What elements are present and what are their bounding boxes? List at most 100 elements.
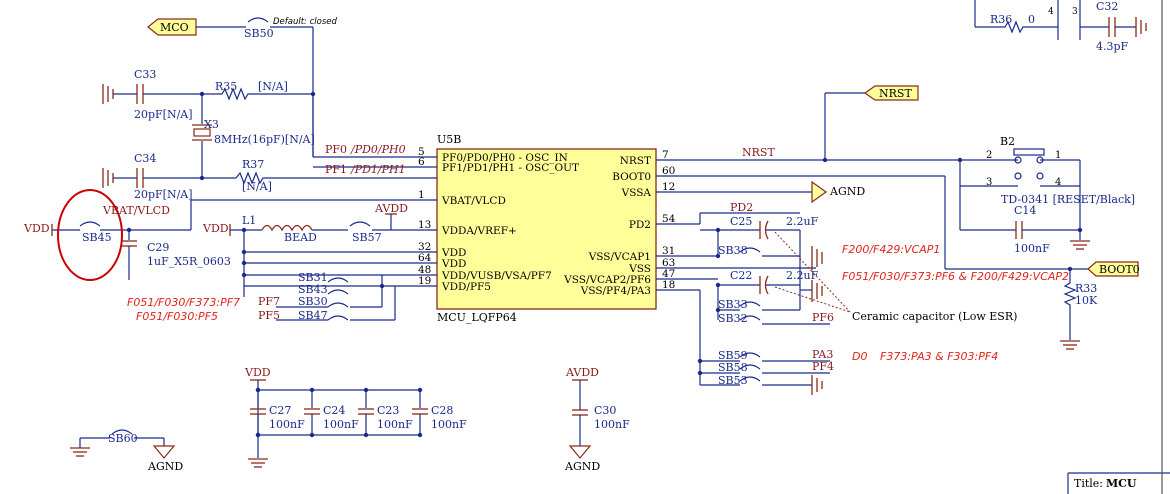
ic-ref: U5B (437, 133, 461, 146)
r35-value: [N/A] (258, 80, 288, 93)
vdd-rail-section: SB31 SB43 SB30 PF7 SB47 PF5 F051/F030/F3… (127, 227, 437, 323)
svg-text:3: 3 (986, 177, 992, 188)
net-pf7: PF7 (258, 295, 280, 308)
ic-right-pin-number: 54 (662, 213, 676, 225)
svg-text:3: 3 (1072, 7, 1078, 17)
sb47-label: SB47 (298, 309, 328, 322)
r33-icon (1063, 269, 1077, 340)
ic-type: MCU_LQFP64 (437, 311, 517, 324)
vdd-bottom-label: VDD (244, 366, 271, 379)
sb47-jumper-icon (327, 315, 349, 321)
right-vss-section: AGND PD2 C25 2.2uF SB38 F200/F429:VCAP1 … (656, 180, 1069, 395)
sb30-jumper-icon (327, 302, 349, 308)
ic-left-pin-number: 32 (418, 241, 431, 253)
c23-value: 100nF (377, 418, 413, 431)
b2-value: TD-0341 [RESET/Black] (1001, 193, 1135, 206)
sb58-label: SB58 (718, 361, 748, 374)
note-f051-pf7: F051/F030/F373:PF7 (127, 296, 240, 309)
svg-text:4: 4 (1055, 177, 1061, 188)
note-f373-pa3: F373:PA3 & F303:PF4 (880, 350, 998, 363)
agnd-arrow-icon (811, 180, 828, 204)
ceramic-note: Ceramic capacitor (Low ESR) (852, 310, 1017, 323)
r33-label: R33 (1075, 282, 1097, 295)
sb53-jumper-icon (739, 376, 761, 382)
ic-right-pin-number: 60 (662, 165, 675, 177)
c14-value: 100nF (1014, 242, 1050, 255)
l1-bead-icon (261, 224, 313, 232)
sb60-section: SB60 AGND (70, 429, 183, 473)
sb31-label: SB31 (298, 271, 328, 284)
ic-left-pin-name: PF0/PD0/PH0 - OSC_IN (442, 152, 568, 164)
avdd-bottom-label: AVDD (565, 366, 599, 379)
r36-icon (975, 20, 1058, 34)
ic-left-pin-number: 5 (418, 146, 425, 158)
sb53-label: SB53 (718, 374, 748, 387)
ic-right-pin-name: VSS (628, 263, 651, 275)
ic-right-pin-number: 63 (662, 257, 675, 269)
sb32-jumper-icon (739, 315, 761, 321)
r37-label: R37 (242, 158, 264, 171)
sb59-jumper-icon (739, 352, 761, 358)
net-pf1-alt: /PD1/PH1 (350, 163, 406, 176)
c32-value: 4.3pF (1096, 40, 1129, 53)
r35-icon (202, 87, 313, 101)
sb58-jumper-icon (739, 364, 761, 370)
svg-text:4: 4 (1048, 7, 1054, 17)
sb50-default-note: Default: closed (273, 17, 338, 27)
c34-label: C34 (134, 152, 156, 165)
c22-value: 2.2uF (786, 269, 819, 282)
x3-value: 8MHz(16pF)[N/A] (214, 133, 315, 146)
sb50-label: SB50 (244, 27, 274, 40)
c25-value: 2.2uF (786, 215, 819, 228)
r37-value: [N/A] (242, 180, 272, 193)
sb33-label: SB33 (718, 298, 748, 311)
mco-port-label: MCO (160, 21, 189, 34)
ic-right-pin-name: NRST (620, 155, 651, 167)
sb31-jumper-icon (327, 277, 349, 283)
note-f051-vcap2: F051/F030/F373:PF6 & F200/F429:VCAP2 (842, 270, 1069, 283)
ic-right-pin-name: VSSA (621, 187, 652, 199)
note-f200-vcap1: F200/F429:VCAP1 (842, 243, 940, 256)
vbat-net-label: VBAT/VLCD (102, 204, 170, 217)
sb45-jumper-icon (79, 221, 101, 227)
ic-right-pin-number: 47 (662, 268, 675, 280)
title-block: Title: MCU (1067, 0, 1170, 494)
note-d0: D0 (852, 350, 867, 363)
sb43-jumper-icon (327, 289, 349, 295)
c30-section: AVDD C30 100nF AGND (564, 366, 630, 473)
vdd-bead-label: VDD (202, 222, 229, 235)
ic-right-pin-name: VSS/VCAP1 (588, 251, 651, 263)
r33-value: 10K (1075, 294, 1098, 307)
mco-section: MCO SB50 Default: closed (147, 17, 437, 158)
sb33-jumper-icon (739, 301, 761, 307)
c30-value: 100nF (594, 418, 630, 431)
sb30-label: SB30 (298, 295, 328, 308)
ic-left-pin-name: VDD/PF5 (441, 281, 491, 293)
agnd-c30-label: AGND (564, 460, 600, 473)
net-pd2: PD2 (730, 201, 753, 214)
net-pf0: PF0 (325, 143, 347, 156)
ic-right-pin-number: 12 (662, 181, 675, 193)
sb32-label: SB32 (718, 312, 748, 325)
x3-crystal-icon (193, 128, 211, 137)
c32-label: C32 (1096, 0, 1118, 13)
net-pf0-alt: /PD0/PH0 (350, 143, 406, 156)
ic-left-pin-name: VDD (441, 258, 466, 270)
sb60-jumper-icon (111, 429, 133, 435)
sb45-label: SB45 (82, 231, 112, 244)
c24-label: C24 (323, 404, 345, 417)
ic-left-pin-number: 19 (418, 275, 431, 287)
note-f051-pf5: F051/F030:PF5 (136, 310, 218, 323)
ic-right-pin-number: 31 (662, 245, 675, 257)
c30-agnd-icon (568, 445, 592, 459)
c28-label: C28 (431, 404, 453, 417)
sb60-label: SB60 (108, 432, 138, 445)
sb43-label: SB43 (298, 283, 328, 296)
c22-label: C22 (730, 269, 752, 282)
sb38-jumper-icon (739, 247, 761, 253)
sb50-jumper-icon (247, 17, 269, 23)
net-pf4: PF4 (812, 360, 834, 373)
ic-left-pin-number: 6 (418, 156, 425, 168)
boot0-port (1087, 261, 1139, 277)
